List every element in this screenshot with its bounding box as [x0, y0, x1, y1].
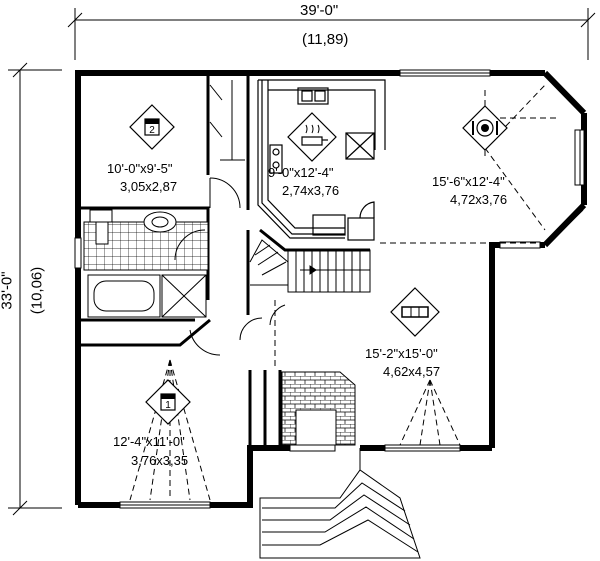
bedroom1-number: 1 [165, 400, 171, 411]
living-size-ft: 15'-2"x15'-0" [365, 346, 438, 361]
bedroom2-size-m: 3,05x2,87 [120, 179, 178, 194]
bedroom2-size-ft: 10'-0"x9'-5" [107, 161, 173, 176]
bedroom1-size-ft: 12'-4"x11'-0" [113, 434, 185, 449]
plate-cutlery-icon [462, 105, 508, 151]
entry-steps [259, 448, 421, 559]
overall-width-ft: 39'-0" [300, 2, 339, 19]
bed-icon: 1 [145, 379, 191, 425]
bay-window-glazing [547, 73, 584, 245]
cooking-pot-icon [287, 112, 337, 162]
fireplace [281, 371, 356, 446]
overall-width-dimension [67, 8, 596, 60]
dining-size-ft: 15'-6"x12'-4" [432, 174, 505, 189]
sofa-icon [390, 287, 440, 337]
kitchen-counter [257, 79, 386, 241]
bed-icon: 2 [129, 104, 175, 150]
kitchen-size-m: 2,74x3,76 [282, 183, 340, 198]
bathroom [83, 209, 209, 318]
stairs [249, 239, 371, 293]
dining-size-m: 4,72x3,76 [450, 192, 508, 207]
windows [74, 69, 585, 509]
overall-depth-m: (10,06) [28, 266, 46, 315]
bedroom1-size-m: 3,76x3,35 [131, 453, 189, 468]
closet-doors [209, 80, 245, 161]
overall-depth-dimension [8, 62, 62, 516]
living-size-m: 4,62x4,57 [383, 364, 441, 379]
bedroom2-number: 2 [149, 125, 155, 136]
overall-width-m: (11,89) [302, 31, 349, 48]
kitchen-size-ft: 9'-0"x12'-4" [268, 165, 334, 180]
overall-depth-ft: 33'-0" [0, 271, 16, 310]
